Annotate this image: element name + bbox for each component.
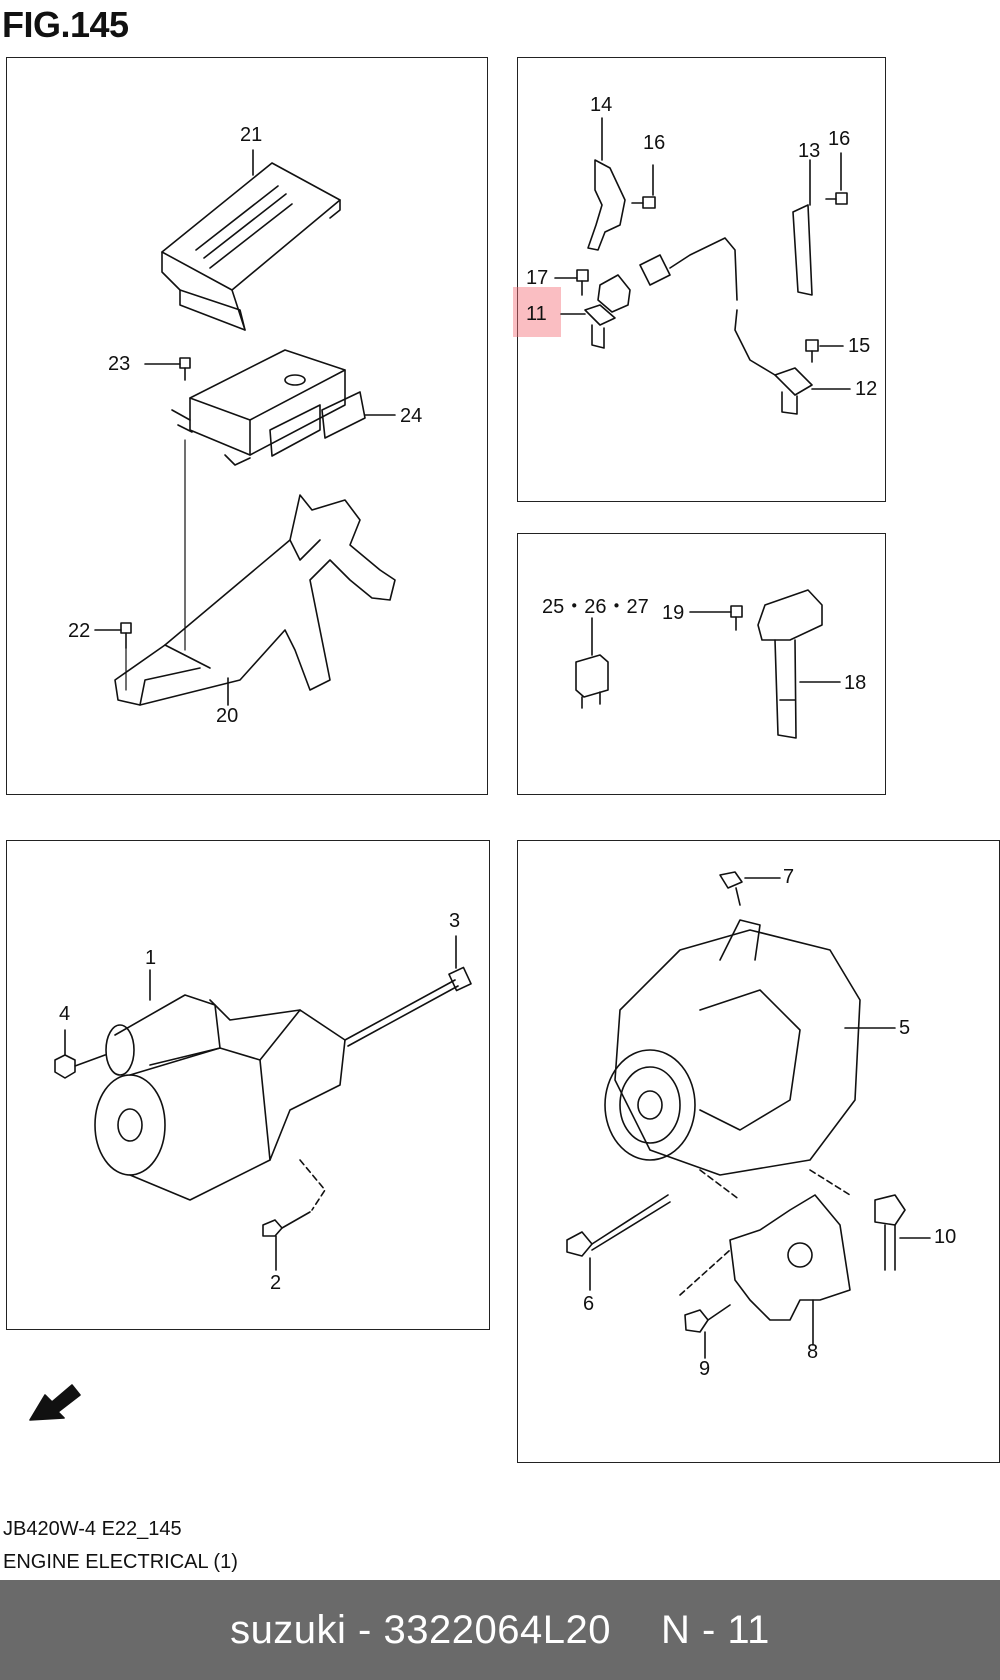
section-title: ENGINE ELECTRICAL (1) [3,1551,238,1573]
callout-17: 17 [526,267,549,289]
callout-21: 21 [240,124,263,146]
figure-title: FIG.145 [2,4,129,45]
bolt-19 [730,605,743,631]
starter-1 [94,994,346,1201]
bolt-9 [684,1304,731,1333]
bolt-17 [576,269,589,296]
nut-4 [54,1054,106,1079]
bolt-16-left [631,196,656,209]
bolt-16-right [825,192,848,205]
bolt-15 [805,339,819,363]
sensor-11 [584,254,671,349]
callout-15: 15 [848,335,871,357]
callout-3: 3 [449,910,461,932]
bracket-20 [114,494,396,706]
callout-4: 4 [59,1003,71,1025]
nut-7 [719,871,743,906]
callout-6: 6 [583,1293,595,1315]
callout-18: 18 [844,672,867,694]
part-number: suzuki - 3322064L20 [230,1607,611,1652]
position-number: N - 11 [660,1607,770,1652]
callout-8: 8 [807,1341,819,1363]
relay-25-27 [575,654,609,709]
callout-12: 12 [855,378,878,400]
callout-9: 9 [699,1358,711,1380]
callout-5: 5 [899,1017,911,1039]
callout-1: 1 [145,947,157,969]
callout-16-left: 16 [643,132,666,154]
diagram-code: JB420W-4 E22_145 [3,1518,182,1540]
panel-cam-sensor [517,57,886,502]
ecu-cover-21 [161,162,341,331]
callout-19: 19 [662,602,685,624]
callout-10: 10 [934,1226,957,1248]
fwd-arrow-icon [29,1384,81,1421]
alternator-5 [604,919,861,1176]
part-info-bar: suzuki - 3322064L20 N - 11 [0,1580,1000,1680]
bolt-10 [874,1194,906,1271]
callout-14: 14 [590,94,613,116]
callout-23: 23 [108,353,131,375]
callout-7: 7 [783,866,795,888]
bolt-23 [179,357,191,381]
bracket-8 [729,1194,851,1321]
harness [669,237,776,376]
callout-24: 24 [400,405,423,427]
panel-starter [6,840,490,1330]
bracket-13 [792,204,813,296]
callout-20: 20 [216,705,239,727]
callout-16-right: 16 [828,128,851,150]
callout-25-26-27: 25・26・27 [542,596,649,618]
callout-22: 22 [68,620,91,642]
bolt-22 [120,622,132,649]
bolt-3 [344,966,472,1047]
bolt-6 [566,1194,671,1257]
part-highlight [513,287,561,337]
ecu-24 [171,349,366,466]
callout-11: 11 [526,303,547,325]
callout-13: 13 [798,140,821,162]
bolt-2 [262,1211,311,1237]
bracket-14 [587,159,626,251]
panel-ignition-coil [517,533,886,795]
panel-ecu [6,57,488,795]
ignition-coil-18 [757,589,823,739]
callout-2: 2 [270,1272,282,1294]
sensor-12 [774,367,813,415]
